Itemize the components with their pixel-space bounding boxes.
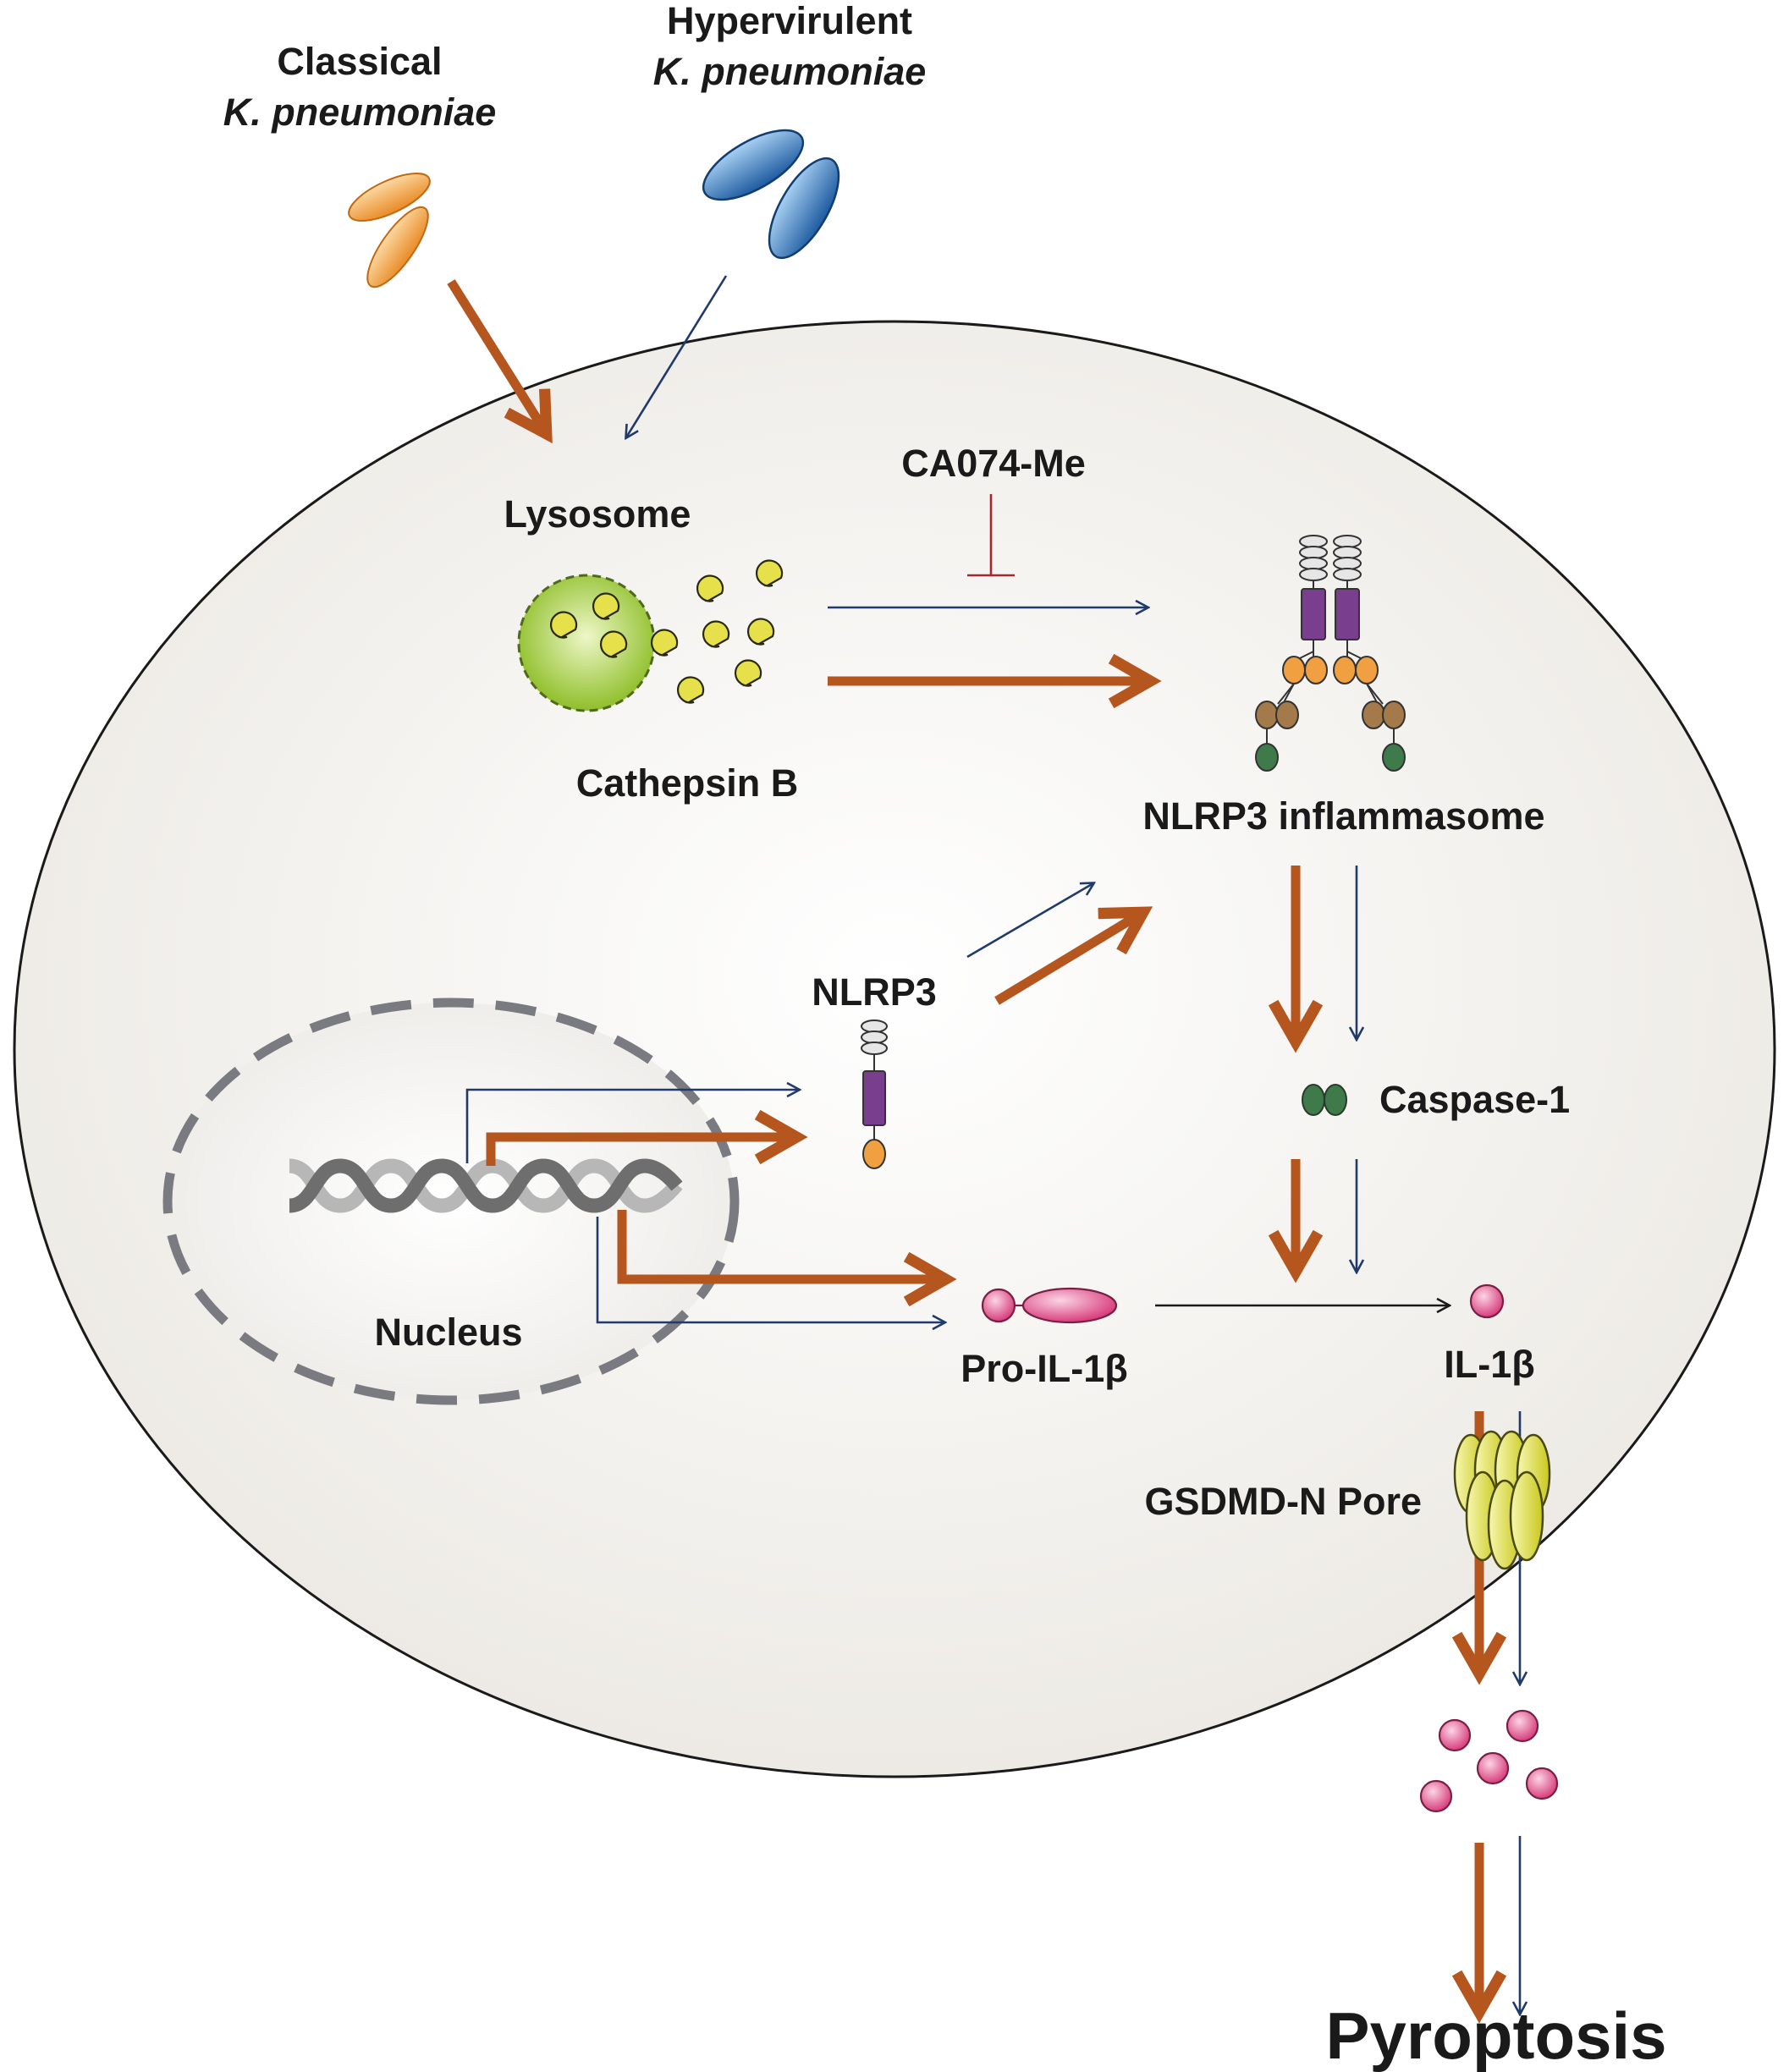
classical-bacterium-icon xyxy=(348,173,431,289)
released-il1b-icon xyxy=(1419,1709,1559,1813)
nlrp3-assembly-arrow-hypervirulent xyxy=(966,883,1093,959)
dna-helix-icon xyxy=(288,1158,683,1213)
cell-membrane xyxy=(13,320,1776,1778)
nlrp3-inflammasome-icon xyxy=(1255,535,1406,772)
classical-label: Classical xyxy=(277,40,442,83)
pro-il1b-label: Pro-IL-1β xyxy=(961,1347,1127,1390)
il1b-label: IL-1β xyxy=(1444,1343,1534,1386)
il1b-icon xyxy=(1469,1283,1505,1319)
pro-il1b-expression-arrow-hypervirulent xyxy=(596,1217,944,1322)
caspase-1-label: Caspase-1 xyxy=(1379,1078,1570,1121)
hypervirulent-bacterium-icon xyxy=(702,129,840,260)
gsdmd-pore-icon xyxy=(1453,1430,1551,1570)
hypervirulent-label: Hypervirulent xyxy=(667,0,912,42)
classical-species-label: K. pneumoniae xyxy=(223,91,497,134)
pyroptosis-label: Pyroptosis xyxy=(1325,1998,1666,2072)
lysosome-label: Lysosome xyxy=(504,492,691,536)
pore-label: GSDMD-N Pore xyxy=(1144,1480,1422,1523)
inhibitor-label: CA074-Me xyxy=(901,442,1086,485)
classical-entry-arrow xyxy=(447,279,553,444)
nlrp3-expression-arrow-classical xyxy=(486,1109,808,1166)
hypervirulent-entry-arrow xyxy=(626,275,728,437)
cathepsin-b-label: Cathepsin B xyxy=(576,761,799,805)
cathepsin-b-icon xyxy=(549,559,784,704)
nlrp3-assembly-arrow-classical xyxy=(994,906,1153,1005)
inflammasome-label: NLRP3 inflammasome xyxy=(1142,794,1544,838)
pro-il1b-icon xyxy=(981,1287,1118,1324)
nlrp3-label: NLRP3 xyxy=(812,970,937,1014)
lysosome-icon xyxy=(517,574,656,712)
hypervirulent-species-label: K. pneumoniae xyxy=(653,50,927,93)
caspase-1-icon xyxy=(1302,1084,1347,1116)
pro-il1b-expression-arrow-classical xyxy=(617,1210,957,1307)
nucleus-label: Nucleus xyxy=(374,1311,522,1354)
nlrp3-monomer-icon xyxy=(861,1020,888,1169)
inhibition-symbol xyxy=(967,494,1015,577)
nlrp3-expression-arrow-hypervirulent xyxy=(465,1090,799,1163)
